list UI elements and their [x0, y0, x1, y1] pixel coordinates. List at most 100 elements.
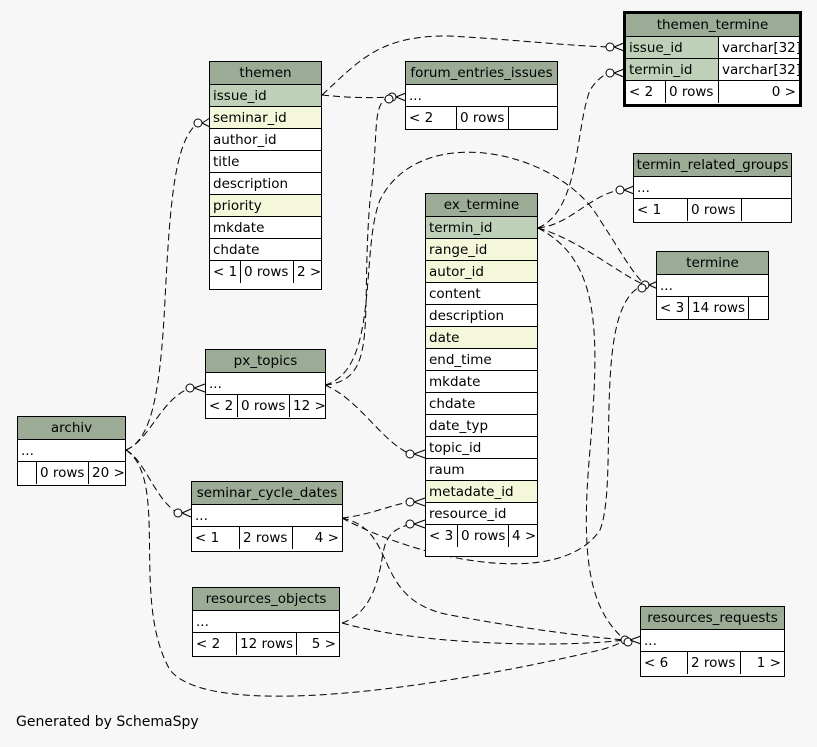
crowfoot-themen-seminar: [193, 118, 203, 128]
table-resources_requests[interactable]: resources_requests ... < 6 2 rows 1 >: [640, 606, 785, 677]
children-count: 4 >: [314, 530, 339, 546]
children-count: 5 >: [311, 636, 336, 652]
table-title: termin_related_groups: [634, 154, 791, 177]
table-title: px_topics: [206, 350, 325, 373]
relation-archiv-themen: [125, 122, 199, 451]
crowfoot-ex_termine-metadate: [405, 497, 415, 507]
crowfoot-ex_termine-topic: [405, 449, 415, 459]
relation-ex_termine-termin_related_groups: [537, 189, 621, 229]
children-count: [749, 297, 768, 319]
parents-count: < 2: [626, 81, 666, 103]
more-columns: ...: [641, 630, 784, 652]
crowfoot-resources_requests-a: [620, 635, 630, 645]
table-title: termine: [657, 252, 768, 275]
parents-count: < 1: [210, 261, 241, 283]
column-row: seminar_id: [210, 107, 321, 129]
table-title: seminar_cycle_dates: [192, 482, 342, 505]
column-row: chdate: [426, 393, 537, 415]
column-type: varchar[32]: [719, 37, 799, 58]
parents-count: [18, 462, 37, 484]
column-row: termin_id: [426, 217, 537, 239]
row-count: 0 rows: [688, 199, 742, 221]
table-title: resources_objects: [193, 588, 339, 611]
row-count: 0 rows: [458, 525, 509, 547]
crowfoot-lines-metadate: [413, 497, 426, 507]
children-count: 4 >: [512, 528, 537, 544]
parents-count: < 3: [426, 525, 458, 547]
children-count: 1 >: [756, 655, 781, 671]
relation-archiv-seminar_cycle_dates: [125, 449, 179, 514]
more-columns: ...: [406, 85, 557, 107]
children-count: 0 >: [771, 84, 796, 100]
more-columns: ...: [206, 373, 325, 395]
table-archiv[interactable]: archiv ... 0 rows 20 >: [17, 416, 126, 486]
relation-ex_termine-termine: [537, 227, 646, 286]
table-seminar_cycle_dates[interactable]: seminar_cycle_dates ... < 1 2 rows 4 >: [191, 481, 343, 552]
crowfoot-termine-b: [637, 283, 647, 293]
table-title: archiv: [18, 417, 125, 440]
crowfoot-themen_termine-termin: [605, 68, 615, 78]
parents-count: < 1: [192, 527, 240, 549]
column-row: termin_id varchar[32]: [626, 59, 799, 81]
crowfoot-lines-px: [193, 383, 206, 393]
row-count: 0 rows: [666, 81, 719, 103]
column-row: title: [210, 151, 321, 173]
crowfoot-lines-scd: [181, 508, 192, 518]
column-name: issue_id: [626, 37, 719, 58]
column-row: resource_id: [426, 503, 537, 525]
parents-count: < 6: [641, 652, 688, 674]
column-row: range_id: [426, 239, 537, 261]
column-row: metadate_id: [426, 481, 537, 503]
relation-ex_termine-resources_requests: [537, 227, 626, 641]
children-count: 2 >: [297, 264, 321, 280]
row-count: 14 rows: [689, 297, 749, 319]
table-footer: < 3 0 rows 4 >: [426, 525, 537, 547]
more-columns: ...: [192, 505, 342, 527]
column-row: issue_id: [210, 85, 321, 107]
children-count: [509, 107, 557, 129]
table-title: forum_entries_issues: [406, 62, 557, 85]
relation-px_topics-forum_entries_issues: [324, 96, 393, 386]
row-count: 0 rows: [457, 107, 509, 129]
generated-by-text: Generated by SchemaSpy: [16, 714, 199, 730]
column-row: chdate: [210, 239, 321, 261]
table-px_topics[interactable]: px_topics ... < 2 0 rows 12 >: [205, 349, 326, 419]
column-row: author_id: [210, 129, 321, 151]
table-themen_termine[interactable]: themen_termine issue_id varchar[32] term…: [623, 11, 802, 107]
crowfoot-ex_termine-resource: [405, 519, 415, 529]
table-title: ex_termine: [426, 194, 537, 217]
table-themen[interactable]: themen issue_id seminar_id author_id tit…: [209, 61, 322, 290]
table-footer: < 2 0 rows: [406, 107, 557, 129]
table-termin_related_groups[interactable]: termin_related_groups ... < 1 0 rows: [633, 153, 792, 223]
table-forum_entries_issues[interactable]: forum_entries_issues ... < 2 0 rows: [405, 61, 558, 130]
column-row: content: [426, 283, 537, 305]
relation-themen-forum_entries_issues: [321, 94, 393, 99]
table-resources_objects[interactable]: resources_objects ... < 2 12 rows 5 >: [192, 587, 340, 657]
more-columns: ...: [193, 611, 339, 633]
table-footer: < 2 0 rows 12 >: [206, 395, 325, 417]
relation-px_topics-ex_termine: [324, 384, 411, 455]
column-row: issue_id varchar[32]: [626, 37, 799, 59]
crowfoot-lines-resource: [413, 519, 426, 529]
table-footer: < 6 2 rows 1 >: [641, 652, 784, 674]
row-count: 0 rows: [37, 462, 89, 484]
row-count: 2 rows: [240, 527, 293, 549]
column-row: date_typ: [426, 415, 537, 437]
crowfoot-forum_entries_issues-a: [387, 92, 397, 102]
table-footer: < 1 2 rows 4 >: [192, 527, 342, 549]
table-ex_termine[interactable]: ex_termine termin_id range_id autor_id c…: [425, 193, 538, 557]
column-row: description: [426, 305, 537, 327]
parents-count: < 3: [657, 297, 689, 319]
children-count: 20 >: [92, 465, 125, 481]
more-columns: ...: [657, 275, 768, 297]
crowfoot-lines-topic: [413, 449, 426, 459]
table-footer: < 2 12 rows 5 >: [193, 633, 339, 655]
column-row: end_time: [426, 349, 537, 371]
relation-seminar_cycle_dates-ex_termine: [341, 501, 411, 519]
relation-resources_objects-resources_requests: [341, 622, 626, 645]
relation-archiv-px_topics: [125, 387, 191, 451]
table-title: themen: [210, 62, 321, 85]
column-row: mkdate: [210, 217, 321, 239]
table-termine[interactable]: termine ... < 3 14 rows: [656, 251, 769, 320]
crowfoot-themen_termine-issue: [605, 42, 615, 52]
